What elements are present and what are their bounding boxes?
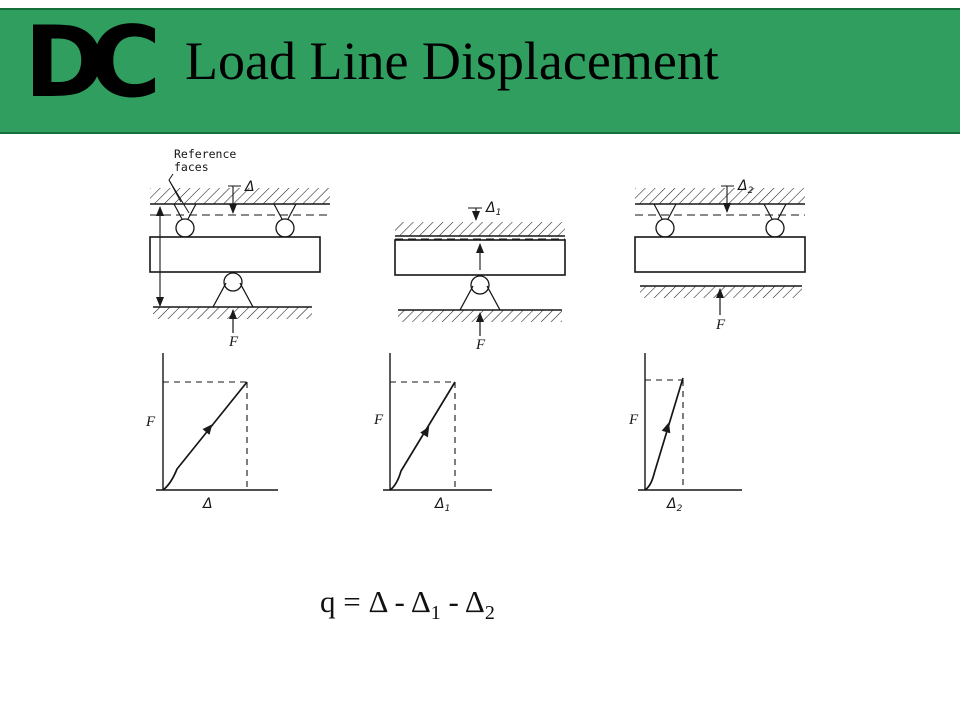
knife-edge	[459, 285, 474, 311]
curve-arrowhead	[202, 424, 213, 435]
graph-f-delta2: F Δ2	[628, 353, 742, 514]
delta1-axis-label: Δ1	[434, 496, 450, 514]
roller	[765, 218, 785, 238]
curve-arrowhead	[420, 426, 430, 438]
delta2-label: Δ2	[737, 178, 754, 196]
dc-logo: DC	[24, 6, 161, 120]
roller-notch	[273, 203, 297, 220]
knife-edge	[212, 282, 227, 308]
roller-notch	[173, 203, 197, 220]
diagram-rollers-only: Δ2 F	[634, 178, 806, 333]
ceiling-hatch	[635, 188, 805, 204]
reference-faces-label-2: faces	[174, 160, 209, 174]
knife-roller	[223, 272, 243, 292]
knife-edge	[486, 285, 501, 311]
roller	[175, 218, 195, 238]
specimen-rect	[149, 236, 321, 273]
ground-hatch	[640, 286, 802, 298]
reference-faces-label: Reference	[174, 147, 236, 161]
title-bar: DC Load Line Displacement	[0, 8, 960, 134]
force-label: F	[715, 317, 726, 333]
roller-notch	[763, 203, 787, 220]
knife-roller	[470, 275, 490, 295]
graph-f-delta1: F Δ1	[373, 353, 492, 514]
delta2-axis-label: Δ2	[666, 496, 683, 514]
ceiling-hatch	[150, 188, 330, 204]
delta-axis-label: Δ	[202, 496, 213, 512]
force-label: F	[475, 337, 486, 353]
load-curve	[162, 381, 248, 491]
force-label: F	[628, 412, 639, 428]
knife-edge	[239, 282, 254, 308]
load-curve	[389, 381, 456, 491]
diagram-knife-only: Δ1 F	[394, 200, 566, 353]
delta1-label: Δ1	[485, 200, 501, 218]
figure-svg: Reference faces Δ F	[145, 147, 806, 514]
roller-notch	[653, 203, 677, 220]
force-label: F	[145, 414, 156, 430]
diagram-rollers-knife: Reference faces Δ F	[149, 147, 330, 350]
load-curve	[644, 377, 684, 491]
curve-arrowhead	[661, 422, 671, 434]
delta-label: Δ	[244, 179, 255, 195]
roller	[655, 218, 675, 238]
roller	[275, 218, 295, 238]
slide-title: Load Line Displacement	[185, 31, 719, 91]
force-label: F	[228, 334, 239, 350]
graph-f-delta: F Δ	[145, 353, 278, 512]
force-label: F	[373, 412, 384, 428]
ceiling-hatch	[395, 222, 565, 236]
formula: q = Δ - Δ1 - Δ2	[320, 584, 495, 625]
specimen-rect	[634, 236, 806, 273]
